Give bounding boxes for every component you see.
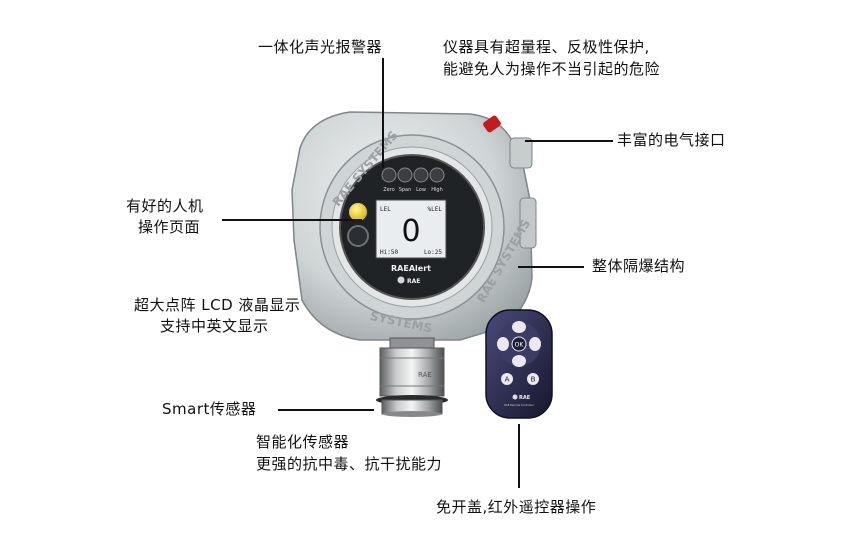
alarm-indicator-light <box>349 203 367 221</box>
smart-sensor-callout-line1: 智能化传感器 <box>256 433 350 451</box>
protection-callout-line2: 能避免人为操作不当引起的危险 <box>443 60 661 78</box>
remote-b-label: B <box>531 376 536 384</box>
lcd-callout-line2: 支持中英文显示 <box>160 317 269 335</box>
remote-right-button[interactable] <box>529 337 541 351</box>
lcd-callout-line1: 超大点阵 LCD 液晶显示 <box>134 296 301 314</box>
remote-b-button[interactable] <box>527 373 539 385</box>
remote-ok-button[interactable] <box>511 336 527 352</box>
explosion-proof-callout: 整体隔爆结构 <box>592 257 686 275</box>
front-panel-buttons: Zero Span Low High <box>381 167 445 193</box>
smart-sensor: RAE <box>376 337 448 417</box>
sensor-mark: RAE <box>418 371 432 379</box>
brand-name: RAEAlert <box>391 264 431 273</box>
remote-rae-logo-icon <box>512 394 518 400</box>
rae-logo-icon <box>397 276 405 284</box>
hmi-callout-line2: 操作页面 <box>138 218 201 236</box>
high-button[interactable] <box>429 167 445 183</box>
hmi-leader-line <box>222 219 362 221</box>
remote-up-button[interactable] <box>512 321 526 333</box>
remote-a-button[interactable] <box>501 373 513 385</box>
lcd-display: LEL %LEL 0 Hi:50 Lo:25 <box>375 199 447 259</box>
remote-logo-text: RAE <box>519 395 531 401</box>
remote-left-button[interactable] <box>497 337 509 351</box>
remote-callout: 免开盖,红外遥控器操作 <box>436 498 597 516</box>
lcd-hi: Hi:50 <box>380 249 398 256</box>
alarm-leader-line <box>382 58 384 168</box>
interface-callout: 丰富的电气接口 <box>617 131 726 149</box>
lcd-lo: Lo:25 <box>424 249 442 256</box>
remote-caption: RAE Remote Controller <box>504 403 534 407</box>
ir-receiver-window <box>347 225 369 247</box>
remote-ok-label: OK <box>515 342 525 349</box>
interface-leader-line <box>525 140 613 142</box>
span-label: Span <box>399 187 412 193</box>
remote-a-label: A <box>505 376 510 384</box>
sensor-leader-line <box>278 409 374 411</box>
remote-down-button[interactable] <box>512 355 526 367</box>
remote-leader-line <box>518 424 520 488</box>
lcd-right-label: %LEL <box>428 206 443 213</box>
ir-remote-controller: OK A B RAE RAE Remote Controller <box>485 309 553 419</box>
smart-sensor-callout-line2: 更强的抗中毒、抗干扰能力 <box>256 455 443 473</box>
lcd-reading: 0 <box>401 214 420 249</box>
protection-callout-line1: 仪器具有超量程、反极性保护, <box>443 38 650 56</box>
low-label: Low <box>416 187 426 193</box>
zero-button[interactable] <box>381 167 397 183</box>
explosion-leader-line <box>518 266 584 268</box>
zero-label: Zero <box>383 187 395 193</box>
hmi-callout-line1: 有好的人机 <box>126 197 204 215</box>
span-button[interactable] <box>397 167 413 183</box>
brand-logo-text: RAE <box>407 278 420 285</box>
lcd-left-label: LEL <box>380 206 391 213</box>
high-label: High <box>431 187 443 193</box>
alarm-callout: 一体化声光报警器 <box>258 38 383 56</box>
sensor-callout: Smart传感器 <box>162 400 257 418</box>
low-button[interactable] <box>413 167 429 183</box>
